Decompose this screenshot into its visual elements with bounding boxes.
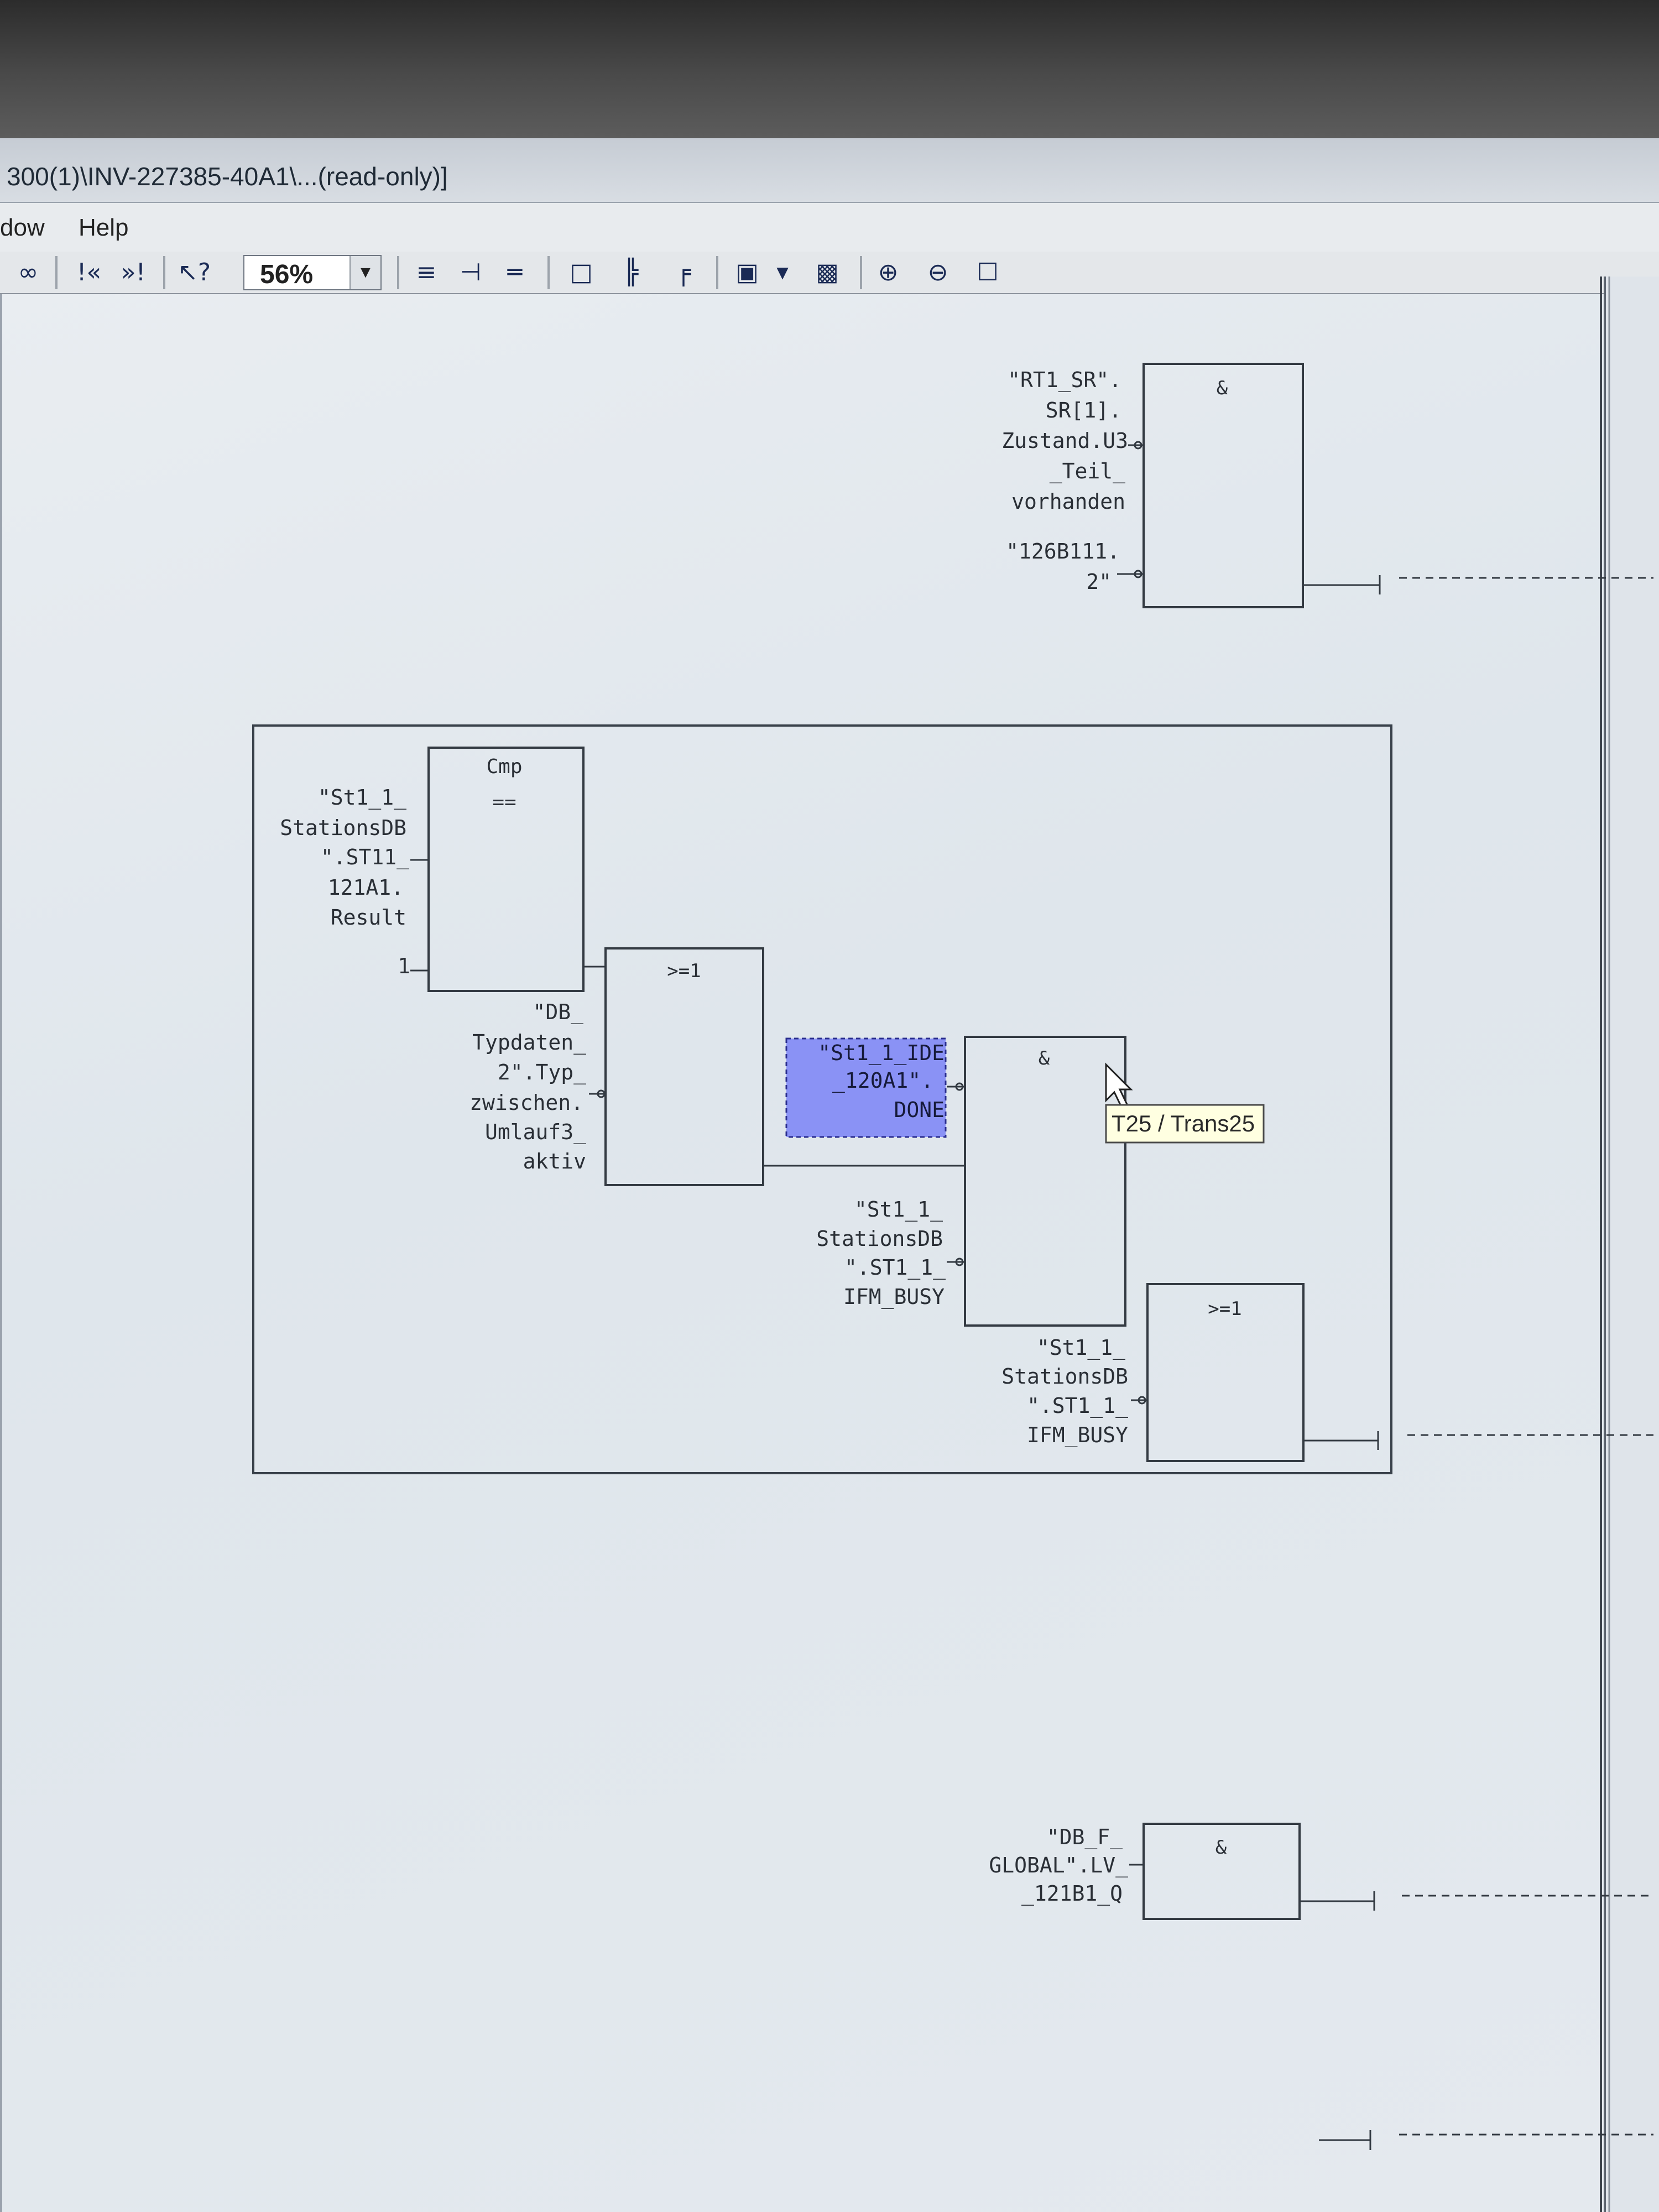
or2-in-line0: "St1_1_	[1037, 1335, 1125, 1360]
mouse-cursor-icon	[1105, 1062, 1133, 1109]
toolbar-separator	[397, 256, 399, 289]
negation-circle	[955, 1258, 964, 1266]
dropdown-icon[interactable]: ▼	[776, 263, 789, 281]
cmp-block[interactable]	[427, 747, 585, 992]
tree-icon[interactable]: ╒	[676, 258, 691, 286]
right-panel-divider	[1604, 276, 1659, 2212]
cmp-title: Cmp	[486, 755, 522, 778]
toolbar-separator	[163, 256, 165, 289]
negation-circle	[597, 1089, 606, 1098]
n1-in1-line0: "RT1_SR".	[1008, 368, 1121, 393]
or1-in-line4: Umlauf3_	[485, 1120, 586, 1145]
ladder-editor-canvas[interactable]	[0, 294, 1606, 2212]
menu-window[interactable]: dow	[0, 214, 45, 241]
or1-in-line5: aktiv	[523, 1149, 586, 1173]
n1-in2-line1: 2"	[1086, 570, 1112, 594]
toolbar-separator	[55, 256, 58, 289]
contact-icon[interactable]: ⊣	[460, 258, 482, 286]
or-block-2-label: >=1	[1208, 1298, 1241, 1320]
highlight-line2: DONE	[894, 1098, 945, 1122]
network3: & "DB_F_ GLOBAL".LV_ _121B1_Q	[989, 1823, 1653, 1920]
negation-circle	[1134, 441, 1142, 450]
n3-in-line0: "DB_F_	[1047, 1825, 1123, 1850]
photo-background	[0, 0, 1659, 138]
or-block-2[interactable]	[1146, 1283, 1305, 1462]
and2-in2-line2: ".ST1_1_	[844, 1255, 946, 1280]
fit-icon[interactable]: ☐	[977, 258, 999, 286]
network1: & "RT1_SR". SR[1]. Zustand.U3 _Teil_ vor…	[1001, 363, 1653, 608]
and-block-2[interactable]	[964, 1036, 1126, 1327]
or2-in-line3: IFM_BUSY	[1027, 1423, 1128, 1448]
network2: Cmp == "St1_1_ StationsDB ".ST11_ 121A1.…	[252, 724, 1653, 1474]
window-titlebar: 300(1)\INV-227385-40A1\...(read-only)]	[0, 138, 1659, 203]
zoom-combobox[interactable]: 56% ▼	[243, 255, 382, 290]
toolbar-separator	[716, 256, 718, 289]
n3-in-line1: GLOBAL".LV_	[989, 1853, 1128, 1878]
cmp-in1-line1: StationsDB	[280, 816, 406, 840]
cmp-in2: 1	[398, 954, 410, 978]
and2-in2-line1: StationsDB	[816, 1227, 943, 1251]
or1-in-line2: 2".Typ_	[498, 1060, 586, 1085]
cmp-in1-line0: "St1_1_	[318, 785, 406, 810]
negation-circle	[955, 1082, 964, 1091]
menu-help[interactable]: Help	[79, 214, 129, 241]
coil-icon[interactable]: ═	[507, 258, 523, 286]
n1-in1-line4: vorhanden	[1011, 489, 1125, 514]
box-icon[interactable]: □	[570, 258, 593, 286]
glasses-icon[interactable]: ∞	[18, 258, 39, 286]
and-block-1[interactable]	[1142, 363, 1304, 608]
network2-frame	[252, 724, 1392, 1474]
or2-in-line1: StationsDB	[1001, 1364, 1128, 1389]
and-block-3[interactable]	[1142, 1823, 1301, 1920]
or-block-1-label: >=1	[667, 960, 701, 982]
whats-this-icon[interactable]: ↖?	[177, 258, 211, 286]
network-icon[interactable]: ≡	[416, 258, 437, 286]
highlight-line0: "St1_1_IDE	[818, 1041, 945, 1066]
cmp-in1-line4: Result	[331, 905, 406, 930]
toolbar-separator	[547, 256, 550, 289]
n1-in1-line3: _Teil_	[1050, 459, 1125, 484]
toolbar-separator	[860, 256, 862, 289]
window-icon[interactable]: ▣	[735, 258, 759, 286]
zoom-value: 56%	[260, 260, 314, 289]
chevron-down-icon[interactable]: ▼	[349, 256, 380, 289]
tooltip	[1105, 1104, 1265, 1144]
negation-circle	[1138, 1396, 1146, 1405]
and-block-1-label: &	[1217, 377, 1228, 399]
or1-in-line1: Typdaten_	[472, 1030, 586, 1055]
selected-operand-highlight[interactable]	[785, 1037, 947, 1138]
first-icon[interactable]: !«	[76, 258, 102, 286]
cmp-in1-line3: 121A1.	[328, 875, 404, 900]
cmp-in1-line2: ".ST11_	[321, 845, 409, 870]
or1-in-line3: zwischen.	[469, 1091, 583, 1115]
tooltip-text: T25 / Trans25	[1112, 1110, 1255, 1136]
n1-in2-line0: "126B111.	[1006, 539, 1120, 564]
negation-circle	[1134, 570, 1142, 578]
or2-in-line2: ".ST1_1_	[1027, 1394, 1128, 1418]
and-block-3-label: &	[1215, 1837, 1227, 1859]
zoom-out-icon[interactable]: ⊖	[927, 258, 948, 286]
last-icon[interactable]: »!	[121, 258, 146, 286]
n1-in1-line1: SR[1].	[1046, 398, 1121, 422]
or1-in-line0: "DB_	[533, 1000, 583, 1025]
or-block-1[interactable]	[604, 947, 764, 1186]
and2-in2-line0: "St1_1_	[854, 1197, 943, 1222]
cmp-operator: ==	[492, 791, 516, 813]
n3-in-line2: _121B1_Q	[1021, 1881, 1123, 1906]
zoom-in-icon[interactable]: ⊕	[878, 258, 899, 286]
and2-in2-line3: IFM_BUSY	[843, 1285, 945, 1310]
overview-icon[interactable]: ▩	[816, 258, 839, 286]
network4-fragment	[1319, 2130, 1653, 2150]
branch-icon[interactable]: ╠	[623, 258, 639, 286]
highlight-line1: _120A1".	[832, 1068, 933, 1093]
and-block-2-label: &	[1039, 1047, 1050, 1070]
n1-in1-line2: Zustand.U3	[1001, 429, 1128, 453]
toolbar: ∞ !« »! ↖? 56% ▼ ≡ ⊣ ═ □ ╠ ╒ ▣ ▼ ▩ ⊕ ⊖ ☐	[0, 252, 1659, 295]
window-title: 300(1)\INV-227385-40A1\...(read-only)]	[7, 162, 448, 191]
